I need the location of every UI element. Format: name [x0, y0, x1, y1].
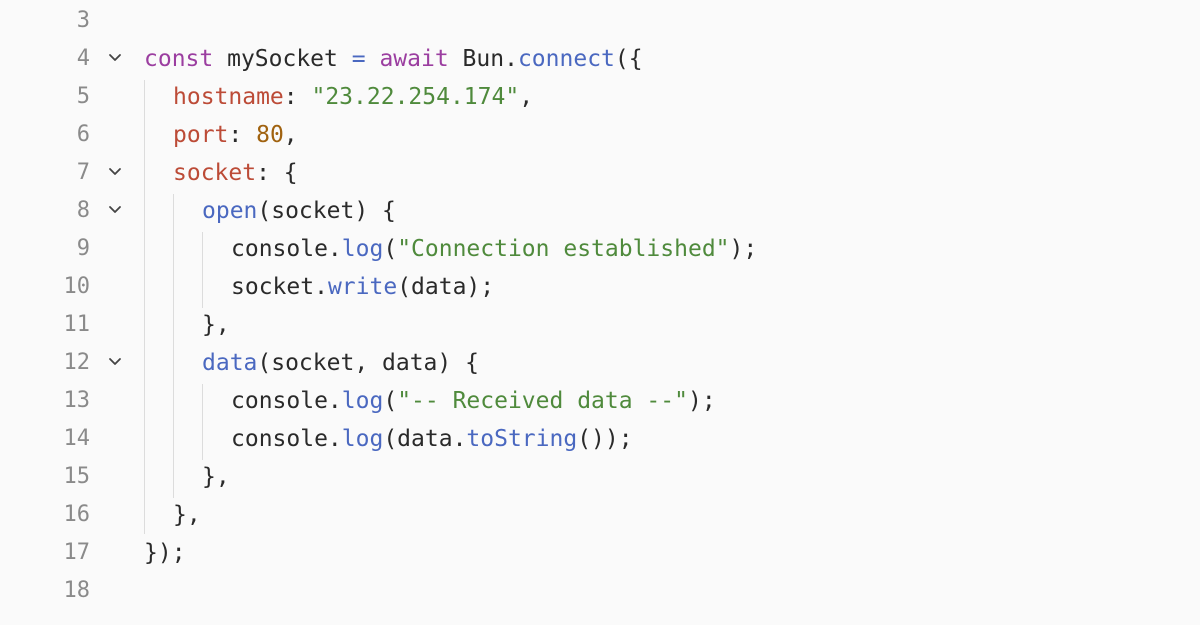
code-line[interactable]: 15}, [0, 458, 1200, 496]
code-text: data(socket, data) { [202, 346, 479, 380]
code-line[interactable]: 18 [0, 572, 1200, 610]
chevron-down-icon[interactable] [107, 204, 123, 216]
code-line[interactable]: 9 console.log("Connection established"); [0, 230, 1200, 268]
code-token: "23.22.254.174" [311, 84, 520, 110]
indent-guide [144, 80, 145, 534]
code-token: 80 [256, 122, 284, 148]
line-number: 11 [63, 312, 91, 337]
code-token: }); [144, 540, 186, 566]
code-token: (socket) { [257, 198, 396, 224]
code-token: }, [173, 502, 201, 528]
code-token: (data); [397, 274, 495, 300]
code-token: mySocket [213, 46, 352, 72]
code-line[interactable]: 16}, [0, 496, 1200, 534]
code-token: log [341, 236, 384, 262]
chevron-down-icon[interactable] [107, 52, 123, 64]
code-token: (data. [383, 426, 467, 452]
code-token: ()); [577, 426, 633, 452]
code-token: ); [729, 236, 758, 262]
code-line[interactable]: 3 [0, 2, 1200, 40]
code-token: toString [466, 426, 578, 452]
code-token: socket [173, 160, 257, 186]
code-line[interactable]: 14 console.log(data.toString()); [0, 420, 1200, 458]
code-token: }, [202, 312, 230, 338]
code-token: console. [231, 388, 342, 414]
chevron-down-icon[interactable] [107, 166, 123, 178]
code-token: "Connection established" [397, 236, 730, 262]
line-number: 7 [76, 160, 90, 185]
code-token: "-- Received data --" [397, 388, 688, 414]
code-line[interactable]: 12 data(socket, data) { [0, 344, 1200, 382]
chevron-down-icon[interactable] [107, 356, 123, 368]
code-text: }, [202, 308, 230, 342]
indent-guide [202, 232, 203, 308]
code-token: }, [202, 464, 230, 490]
code-text: hostname: "23.22.254.174", [173, 80, 533, 114]
code-text: }); [144, 536, 186, 570]
code-line[interactable]: 6 port: 80, [0, 116, 1200, 154]
code-token: ( [383, 388, 398, 414]
code-token: open [202, 198, 258, 224]
code-line[interactable]: 8 open(socket) { [0, 192, 1200, 230]
code-token: , [519, 84, 534, 110]
code-text: const mySocket = await Bun.connect({ [144, 42, 643, 76]
code-token: = [351, 46, 366, 72]
code-line[interactable]: 10 socket.write(data); [0, 268, 1200, 306]
code-text: console.log("-- Received data --"); [231, 384, 716, 418]
code-token: connect [517, 46, 615, 72]
code-token: console. [231, 236, 342, 262]
code-text: socket: { [173, 156, 298, 190]
indent-guide [202, 384, 203, 460]
code-token: await [379, 46, 449, 72]
code-token: : [228, 122, 257, 148]
code-token: hostname [173, 84, 284, 110]
line-number: 5 [76, 84, 90, 109]
code-text: console.log("Connection established"); [231, 232, 757, 266]
code-line[interactable]: 13 console.log("-- Received data --"); [0, 382, 1200, 420]
code-token: , [283, 122, 298, 148]
code-token: log [341, 388, 384, 414]
line-number: 12 [63, 350, 91, 375]
code-token: : { [256, 160, 298, 186]
code-token: data [202, 350, 258, 376]
code-text: }, [173, 498, 201, 532]
line-number: 14 [63, 426, 91, 451]
code-text: socket.write(data); [231, 270, 494, 304]
code-token: log [341, 426, 384, 452]
indent-guide [173, 194, 174, 498]
line-number: 17 [63, 540, 91, 565]
code-line[interactable]: 7 socket: { [0, 154, 1200, 192]
code-line[interactable]: 17}); [0, 534, 1200, 572]
line-number: 18 [63, 578, 91, 603]
code-line[interactable]: 11}, [0, 306, 1200, 344]
code-token: port [173, 122, 229, 148]
code-token: (socket, data) { [257, 350, 479, 376]
code-token: ({ [614, 46, 643, 72]
code-token: ); [687, 388, 716, 414]
code-token: : [283, 84, 312, 110]
code-token: ( [383, 236, 398, 262]
code-text: open(socket) { [202, 194, 396, 228]
code-token [366, 46, 380, 72]
line-number: 4 [76, 46, 90, 71]
line-number: 3 [76, 8, 90, 33]
line-number: 16 [63, 502, 91, 527]
code-token: socket. [231, 274, 328, 300]
line-number: 8 [76, 198, 90, 223]
line-number: 9 [76, 236, 90, 261]
code-text: port: 80, [173, 118, 298, 152]
code-line[interactable]: 5 hostname: "23.22.254.174", [0, 78, 1200, 116]
code-token: Bun. [448, 46, 518, 72]
code-token: write [327, 274, 398, 300]
code-text: }, [202, 460, 230, 494]
line-number: 15 [63, 464, 91, 489]
line-number: 13 [63, 388, 91, 413]
code-line[interactable]: 4 const mySocket = await Bun.connect({ [0, 40, 1200, 78]
code-token: const [144, 46, 214, 72]
code-text: console.log(data.toString()); [231, 422, 633, 456]
code-token: console. [231, 426, 342, 452]
line-number: 10 [63, 274, 91, 299]
line-number: 6 [76, 122, 90, 147]
